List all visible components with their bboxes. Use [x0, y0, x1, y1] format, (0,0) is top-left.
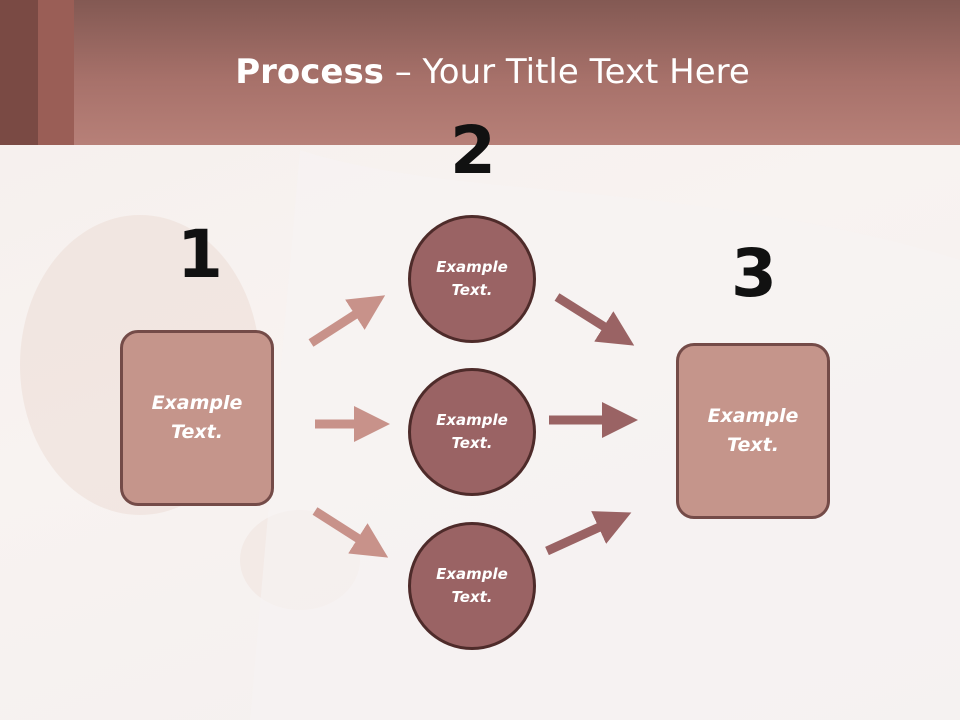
arrow-to-bottom: [312, 507, 389, 558]
slide-title: Process – Your Title Text Here: [0, 52, 960, 92]
circle-line2: Text.: [451, 588, 493, 606]
circle-line1: Example: [436, 565, 508, 583]
circle-line1: Example: [436, 258, 508, 276]
header-stripe: [38, 0, 74, 145]
step-2-circle-middle: Example Text.: [408, 368, 536, 496]
title-rest: – Your Title Text Here: [383, 52, 750, 92]
step-1-box-line2: Text.: [171, 421, 223, 443]
step-1-box: Example Text.: [120, 330, 274, 506]
step-number-1: 1: [177, 216, 223, 293]
step-2-circle-top: Example Text.: [408, 215, 536, 343]
circle-line2: Text.: [451, 281, 493, 299]
title-bold: Process: [235, 52, 384, 92]
step-3-box: Example Text.: [676, 343, 830, 519]
step-3-box-line2: Text.: [727, 434, 779, 456]
step-number-2: 2: [450, 112, 496, 189]
step-3-box-line1: Example: [707, 405, 799, 427]
step-number-3: 3: [731, 235, 777, 312]
step-1-box-line1: Example: [151, 392, 243, 414]
step-2-circle-bottom: Example Text.: [408, 522, 536, 650]
header-stripe: [0, 0, 38, 145]
arrow-from-bottom: [545, 511, 632, 556]
arrow-to-top: [308, 295, 386, 347]
circle-line2: Text.: [451, 434, 493, 452]
circle-line1: Example: [436, 411, 508, 429]
arrow-from-top: [554, 293, 635, 346]
title-bar: [0, 0, 960, 145]
